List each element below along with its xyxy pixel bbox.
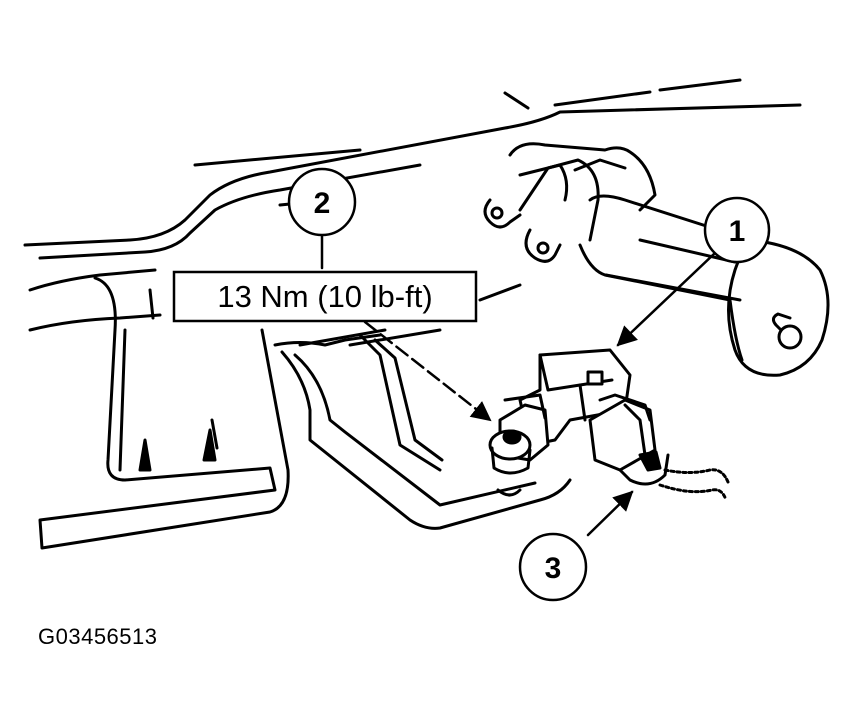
callout-2-circle (287, 167, 357, 237)
callout-3-circle (518, 532, 588, 602)
callout-3: 3 (518, 532, 588, 602)
torque-spec-frame (172, 270, 478, 323)
figure-code: G03456513 (38, 624, 158, 649)
callout-1-circle (703, 196, 771, 264)
callout-1-label: 1 (729, 215, 746, 248)
callout-3-label: 3 (545, 552, 562, 585)
callout-2: 2 (287, 167, 357, 237)
knock-sensor (488, 348, 730, 502)
callout-2-label: 2 (314, 187, 331, 220)
engine-block-drawing (23, 78, 830, 550)
torque-spec-box: 13 Nm (10 lb-ft) (172, 270, 478, 323)
torque-spec-label: 13 Nm (10 lb-ft) (217, 279, 432, 314)
callout-1: 1 (703, 196, 771, 264)
leader-lines (320, 234, 717, 537)
